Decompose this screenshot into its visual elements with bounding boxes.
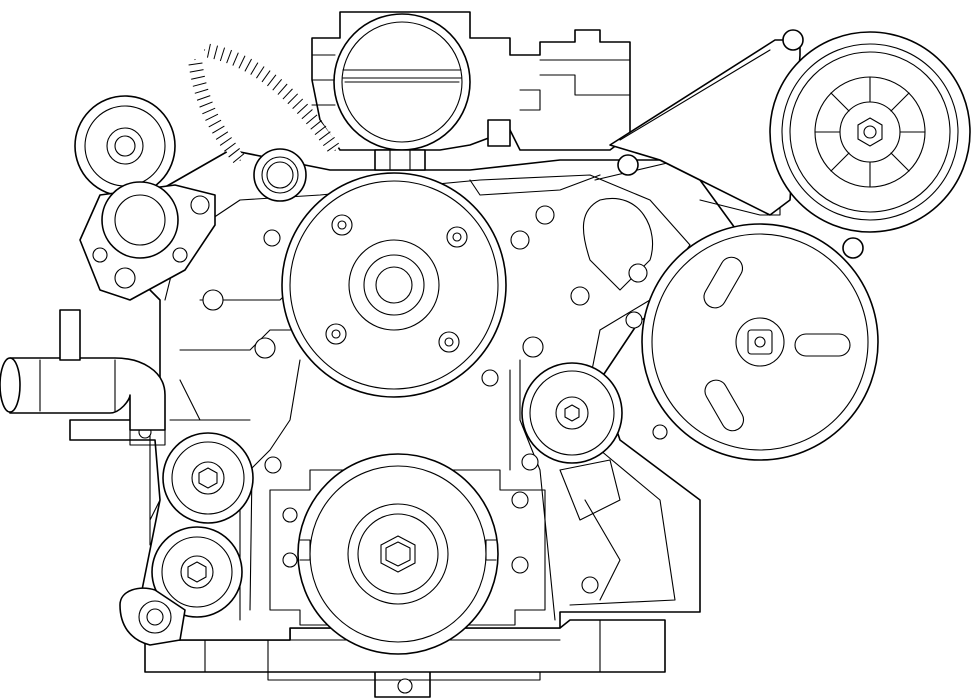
idler-pulley-lower-left-upper [162,432,254,524]
idler-pulley-upper-left [74,95,176,197]
water-pump-pulley [281,172,507,398]
alternator [79,181,216,301]
throttle-body [311,11,631,171]
pump-bolts [325,214,468,353]
wiring-harness [188,43,340,164]
crankshaft-pulley [269,453,546,655]
sensor-boss [253,148,307,202]
idler-bracket-bottom [119,587,186,646]
idler-pulley-lower-left-lower [151,526,243,618]
coolant-outlet-pipe [0,309,166,446]
tensioner-pulley [609,29,971,259]
idler-pulley-center [521,362,623,464]
power-steering-pulley [641,223,879,461]
